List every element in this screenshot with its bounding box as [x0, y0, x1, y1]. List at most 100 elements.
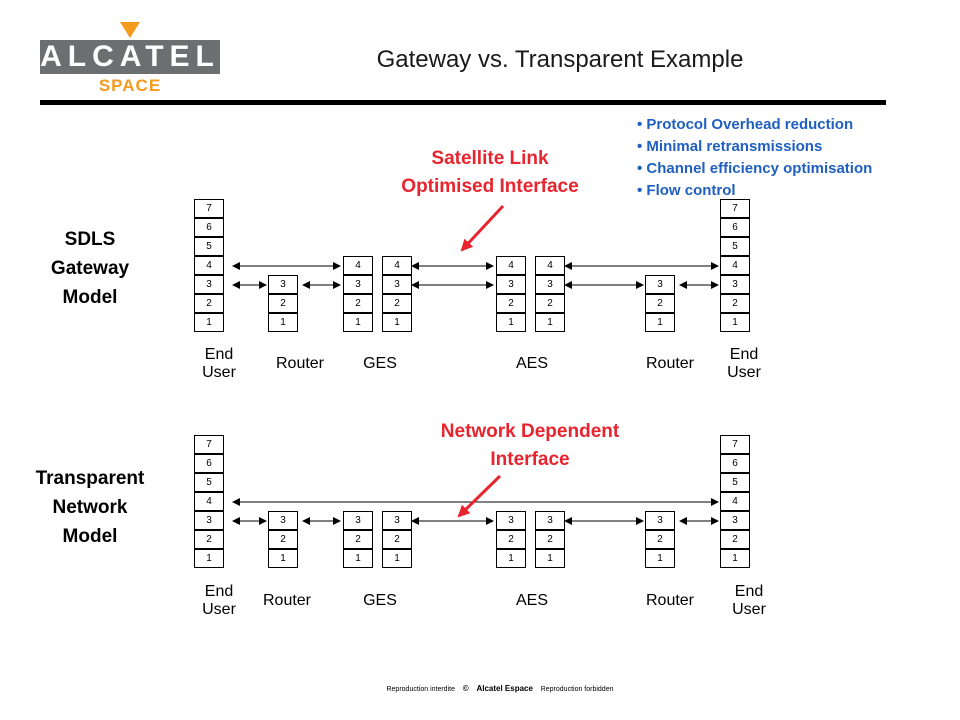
node-label-line: End	[729, 346, 759, 363]
model-label-line: SDLS	[64, 229, 116, 250]
annotation-line: Optimised Interface	[401, 176, 579, 197]
stack-ges-right-layer-cell: 3	[382, 275, 412, 294]
stack-ges-left-b-layer-cell: 1	[343, 549, 373, 568]
logo-wordmark: ALCATEL	[40, 40, 220, 74]
node-label-aes-b: AES	[515, 592, 548, 609]
annotation-arrow-top	[460, 204, 505, 252]
stack-end-user-left-layer-cell: 1	[194, 313, 224, 332]
stack-ges-right-layer-cell: 2	[382, 294, 412, 313]
stack-router-left-layer-cell: 2	[268, 294, 298, 313]
node-label-router-left-b: Router	[262, 592, 312, 609]
transparent-network-model-label: Transparent Network Model	[20, 464, 160, 551]
stack-router-left-layer-cell: 1	[268, 313, 298, 332]
stack-end-user-left-b-layer-cell: 6	[194, 454, 224, 473]
stack-end-user-left-layer-cell: 4	[194, 256, 224, 275]
model-label-line: Network	[52, 497, 128, 518]
model-label-line: Transparent	[35, 468, 145, 489]
stack-end-user-left-layer-cell: 5	[194, 237, 224, 256]
annotation-line: Satellite Link	[431, 148, 549, 169]
stack-router-left-b-layer-cell: 3	[268, 511, 298, 530]
node-label-router-right: Router	[645, 355, 695, 372]
stack-ges-left-b-layer-cell: 2	[343, 530, 373, 549]
stack-router-right-layer-cell: 2	[645, 294, 675, 313]
title-divider	[40, 100, 886, 105]
stack-ges-left-layer-cell: 3	[343, 275, 373, 294]
logo-triangle-icon	[120, 22, 140, 38]
stack-ges-right-b-layer-cell: 2	[382, 530, 412, 549]
logo-subtitle: SPACE	[98, 76, 162, 95]
node-label-line: End	[204, 583, 234, 600]
annotation-line: Network Dependent	[440, 421, 620, 442]
stack-end-user-left-layer-cell: 7	[194, 199, 224, 218]
stack-end-user-right-layer-cell: 7	[720, 199, 750, 218]
node-label-line: End	[204, 346, 234, 363]
model-label-line: Model	[62, 287, 118, 308]
stack-ges-right-b-layer-cell: 1	[382, 549, 412, 568]
stack-end-user-right-b-layer-cell: 7	[720, 435, 750, 454]
stack-end-user-right-layer-cell: 1	[720, 313, 750, 332]
benefits-list: Protocol Overhead reduction Minimal retr…	[637, 114, 872, 202]
stack-aes-right-b-layer-cell: 3	[535, 511, 565, 530]
stack-router-right-layer-cell: 3	[645, 275, 675, 294]
stack-end-user-left-layer-cell: 2	[194, 294, 224, 313]
annotation-arrow-bottom	[457, 474, 502, 518]
stack-ges-left-layer-cell: 1	[343, 313, 373, 332]
stack-router-right-layer-cell: 1	[645, 313, 675, 332]
stack-router-right-b-layer-cell: 1	[645, 549, 675, 568]
stack-aes-right-b-layer-cell: 2	[535, 530, 565, 549]
node-label-end-user-right-b: End User	[725, 583, 773, 619]
node-label-ges: GES	[363, 355, 397, 372]
node-label-line: User	[202, 601, 236, 618]
node-label-line: User	[202, 364, 236, 381]
model-label-line: Gateway	[50, 258, 130, 279]
copyright-footer: Reproduction interdite © Alcatel Espace …	[0, 684, 960, 693]
stack-end-user-left-layer-cell: 3	[194, 275, 224, 294]
stack-aes-right-layer-cell: 3	[535, 275, 565, 294]
stack-end-user-right-layer-cell: 2	[720, 294, 750, 313]
stack-aes-left-b-layer-cell: 3	[496, 511, 526, 530]
node-label-ges-b: GES	[363, 592, 397, 609]
stack-ges-left-layer-cell: 2	[343, 294, 373, 313]
alcatel-space-logo: ALCATEL SPACE	[40, 22, 220, 96]
stack-ges-left-layer-cell: 4	[343, 256, 373, 275]
stack-aes-right-layer-cell: 1	[535, 313, 565, 332]
node-label-end-user-left: End User	[195, 346, 243, 382]
stack-aes-left-b-layer-cell: 2	[496, 530, 526, 549]
stack-router-left-layer-cell: 3	[268, 275, 298, 294]
benefit-item: Protocol Overhead reduction	[637, 114, 872, 136]
node-label-line: End	[734, 583, 764, 600]
model-label-line: Model	[62, 526, 118, 547]
stack-end-user-right-layer-cell: 3	[720, 275, 750, 294]
stack-end-user-right-layer-cell: 4	[720, 256, 750, 275]
stack-aes-right-layer-cell: 4	[535, 256, 565, 275]
footer-left-text: Reproduction interdite	[386, 686, 455, 693]
copyright-mark: ©	[462, 684, 469, 693]
node-label-router-left: Router	[275, 355, 325, 372]
network-dependent-annotation: Network Dependent Interface	[390, 418, 670, 474]
satellite-link-annotation: Satellite Link Optimised Interface	[360, 145, 620, 201]
benefit-item: Flow control	[637, 180, 872, 202]
stack-aes-left-b-layer-cell: 1	[496, 549, 526, 568]
stack-ges-right-layer-cell: 1	[382, 313, 412, 332]
stack-end-user-left-b-layer-cell: 4	[194, 492, 224, 511]
stack-end-user-left-b-layer-cell: 7	[194, 435, 224, 454]
node-label-end-user-left-b: End User	[195, 583, 243, 619]
stack-end-user-right-layer-cell: 5	[720, 237, 750, 256]
stack-aes-right-layer-cell: 2	[535, 294, 565, 313]
stack-ges-left-b-layer-cell: 3	[343, 511, 373, 530]
stack-end-user-left-b-layer-cell: 3	[194, 511, 224, 530]
stack-ges-right-layer-cell: 4	[382, 256, 412, 275]
annotation-line: Interface	[490, 449, 570, 470]
footer-owner: Alcatel Espace	[476, 684, 533, 693]
stack-aes-left-layer-cell: 2	[496, 294, 526, 313]
node-label-router-right-b: Router	[645, 592, 695, 609]
stack-aes-left-layer-cell: 1	[496, 313, 526, 332]
footer-right-text: Reproduction forbidden	[540, 686, 614, 693]
stack-end-user-right-b-layer-cell: 2	[720, 530, 750, 549]
page-title: Gateway vs. Transparent Example	[376, 46, 744, 73]
benefit-item: Channel efficiency optimisation	[637, 158, 872, 180]
stack-ges-right-b-layer-cell: 3	[382, 511, 412, 530]
stack-aes-right-b-layer-cell: 1	[535, 549, 565, 568]
sdls-gateway-model-label: SDLS Gateway Model	[20, 225, 160, 312]
